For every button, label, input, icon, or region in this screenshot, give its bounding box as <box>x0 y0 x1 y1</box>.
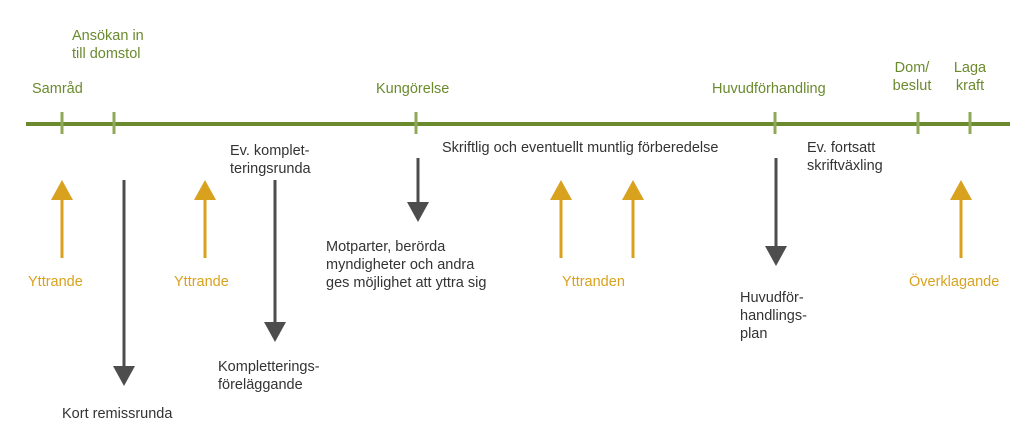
response-yttrande-1: Yttrande <box>28 274 83 290</box>
phase-forberedelse: Skriftlig och eventuellt muntlig förbere… <box>442 140 719 156</box>
action-arrow-kompletteringsforelaggande <box>264 180 286 342</box>
action-kompletteringsforelaggande: Kompletterings- föreläggande <box>218 359 320 393</box>
phase-fortsatt-skriftvaxling: Ev. fortsatt skriftväxling <box>807 140 883 174</box>
response-arrow-1 <box>51 180 73 258</box>
milestone-laga-kraft: Laga kraft <box>953 60 987 94</box>
response-yttranden: Yttranden <box>562 274 625 290</box>
response-arrow-2 <box>194 180 216 258</box>
response-arrow-3 <box>550 180 572 258</box>
milestone-ansokan: Ansökan in till domstol <box>72 28 144 62</box>
milestone-dom-beslut: Dom/ beslut <box>892 60 932 94</box>
response-arrow-4 <box>622 180 644 258</box>
action-arrow-motparter <box>407 158 429 222</box>
response-arrow-5 <box>950 180 972 258</box>
response-overklagande: Överklagande <box>909 274 1000 290</box>
milestone-huvudforhandling: Huvudförhandling <box>712 81 826 97</box>
milestone-samrad: Samråd <box>32 81 83 97</box>
response-yttrande-2: Yttrande <box>174 274 229 290</box>
action-huvudforhandlingsplan: Huvudför- handlings- plan <box>740 290 807 342</box>
milestone-kungorelse: Kungörelse <box>376 81 450 97</box>
phase-kompletteringsrunda: Ev. komplet- teringsrunda <box>230 143 311 177</box>
action-kort-remissrunda: Kort remissrunda <box>62 406 173 422</box>
action-arrow-huvudforhandlingsplan <box>765 158 787 266</box>
action-motparter: Motparter, berörda myndigheter och andra… <box>326 239 487 291</box>
action-arrow-remissrunda <box>113 180 135 386</box>
